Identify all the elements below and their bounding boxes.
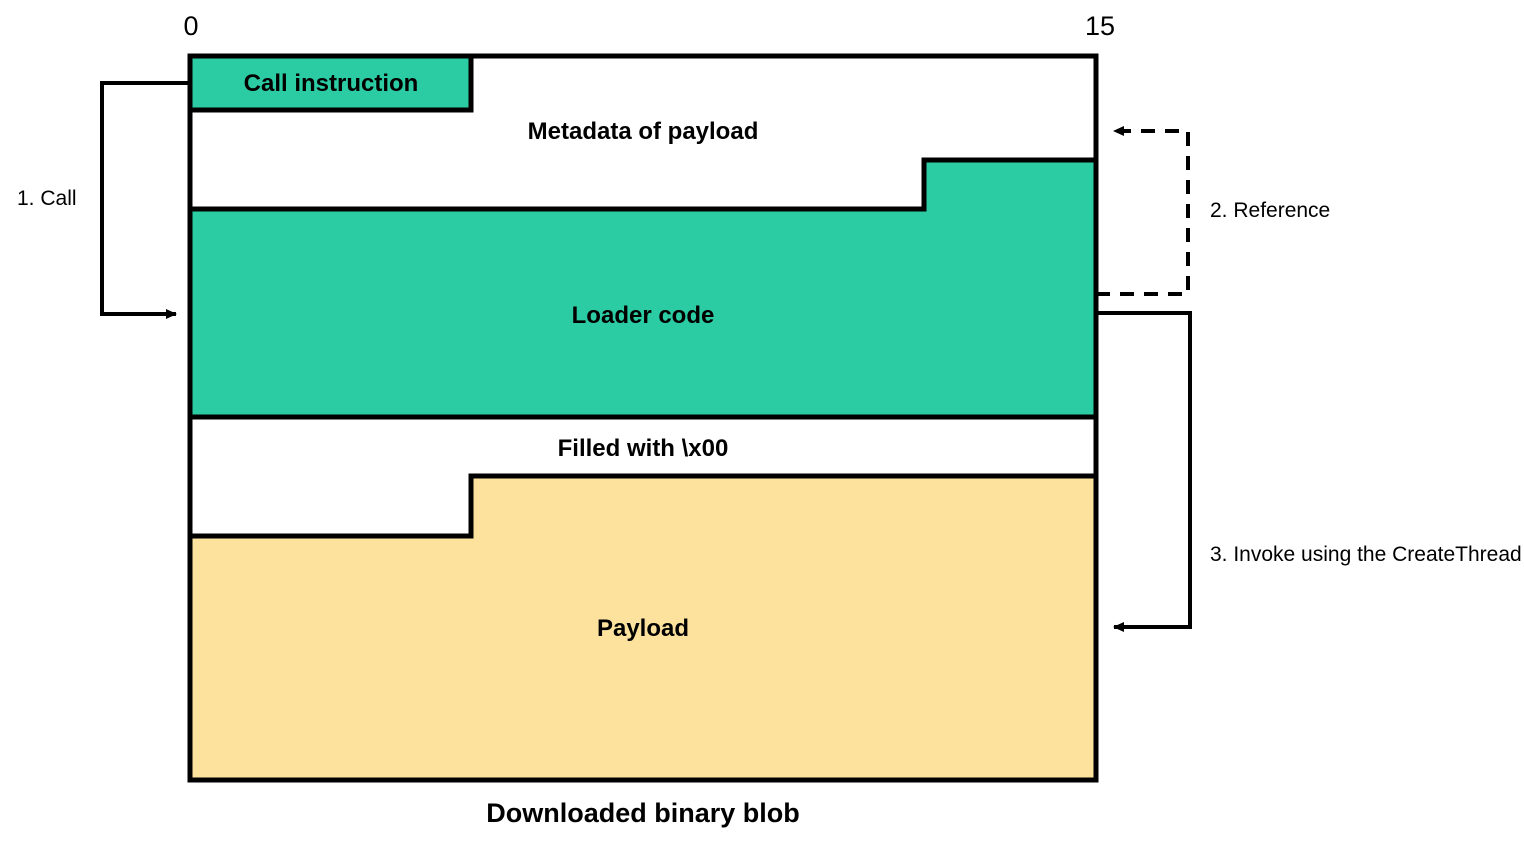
call-arrow — [100, 81, 190, 319]
call-instruction-label: Call instruction — [243, 70, 419, 97]
invoke-arrow — [1096, 311, 1192, 632]
call-instruction-block — [187, 53, 474, 113]
payload-label: Payload — [596, 615, 690, 642]
diagram-caption: Downloaded binary blob — [486, 798, 800, 828]
step-1-call-label: 1. Call — [17, 187, 77, 210]
step-2-reference-label: 2. Reference — [1210, 199, 1331, 222]
axis-end-label: 15 — [1084, 11, 1116, 41]
axis-start-label: 0 — [183, 11, 199, 41]
reference-arrow — [1096, 126, 1190, 296]
metadata-label: Metadata of payload — [527, 118, 759, 145]
filled-zeros-label: Filled with \x00 — [557, 435, 729, 462]
loader-code-block — [187, 157, 1099, 420]
step-3-invoke-label: 3. Invoke using the CreateThread — [1210, 543, 1522, 566]
loader-code-label: Loader code — [571, 302, 715, 329]
